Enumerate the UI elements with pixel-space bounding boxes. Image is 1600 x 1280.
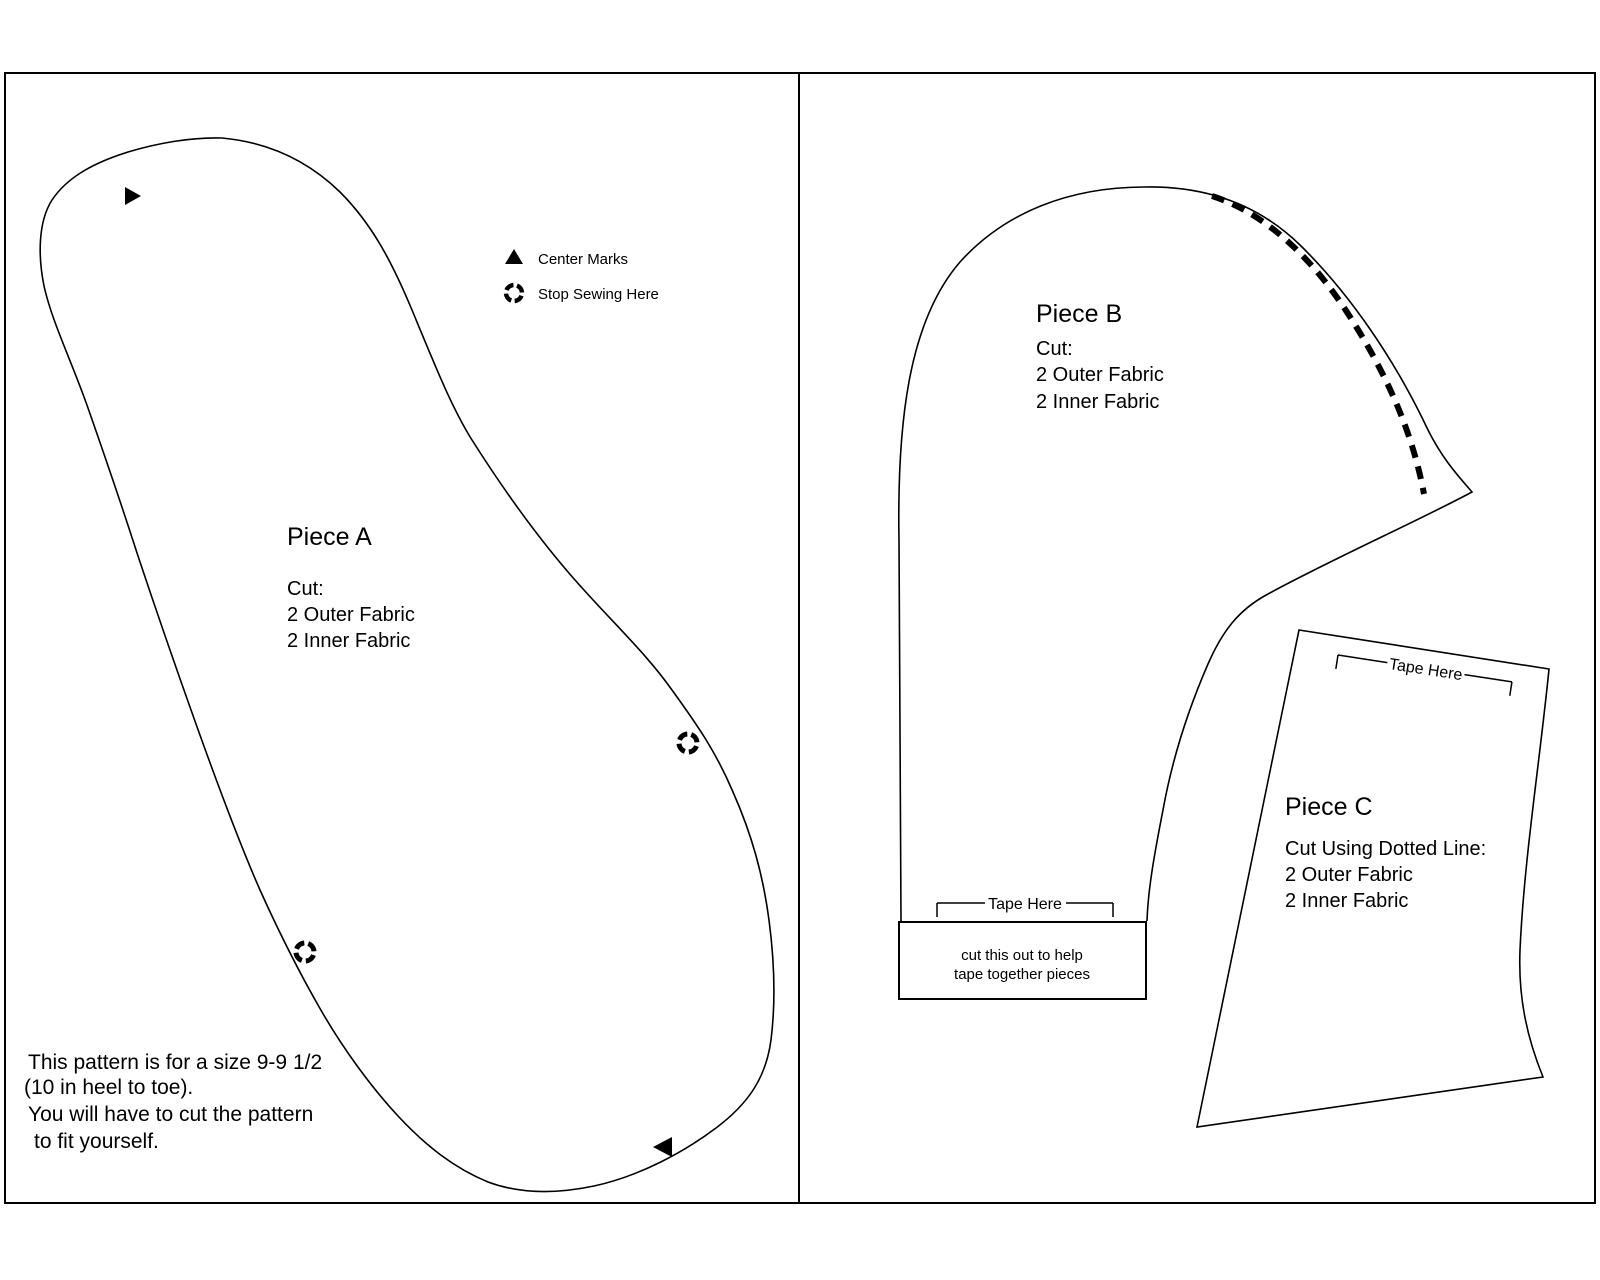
- legend-center-mark-icon: [505, 249, 523, 264]
- piece-b-cut-line: 2 Outer Fabric: [1036, 364, 1164, 386]
- size-note-line: This pattern is for a size 9-9 1/2: [28, 1051, 322, 1074]
- tape-helper-box-line: tape together pieces: [954, 966, 1090, 983]
- legend-stop-sewing-icon: [503, 282, 525, 304]
- tape-helper-box-line: cut this out to help: [961, 947, 1083, 964]
- stop-sewing-circle-icon: [676, 731, 700, 755]
- piece-a-cut-label: Cut:: [287, 578, 324, 600]
- stop-sewing-circle-icon: [293, 940, 317, 964]
- size-note-line: You will have to cut the pattern: [28, 1103, 313, 1126]
- piece-b-outline: [897, 186, 1474, 922]
- piece-a-cut-line: 2 Outer Fabric: [287, 604, 415, 626]
- piece-c-title: Piece C: [1285, 793, 1373, 821]
- size-note-line: to fit yourself.: [34, 1130, 159, 1153]
- piece-c-cut-label: Cut Using Dotted Line:: [1285, 838, 1486, 860]
- piece-c-cut-line: 2 Inner Fabric: [1285, 890, 1408, 912]
- piece-b-title: Piece B: [1036, 300, 1122, 328]
- legend-stop-sewing-label: Stop Sewing Here: [538, 286, 659, 303]
- piece-b-cut-label: Cut:: [1036, 338, 1073, 360]
- piece-b-tape-bracket: [936, 902, 1114, 917]
- piece-b-tape-here-label: Tape Here: [988, 896, 1062, 913]
- legend-center-marks-label: Center Marks: [538, 251, 628, 268]
- center-mark-triangle-icon: [125, 187, 141, 205]
- piece-a-cut-line: 2 Inner Fabric: [287, 630, 410, 652]
- piece-a-outline: [39, 137, 775, 1193]
- piece-b-dotted-cut-line: [1211, 193, 1427, 495]
- piece-c-outline: [1195, 629, 1550, 1128]
- tape-helper-box: [898, 921, 1147, 1000]
- piece-b-cut-line: 2 Inner Fabric: [1036, 391, 1159, 413]
- center-mark-triangle-icon: [653, 1137, 672, 1157]
- piece-c-cut-line: 2 Outer Fabric: [1285, 864, 1413, 886]
- piece-a-title: Piece A: [287, 523, 372, 551]
- size-note-line: (10 in heel to toe).: [24, 1076, 193, 1099]
